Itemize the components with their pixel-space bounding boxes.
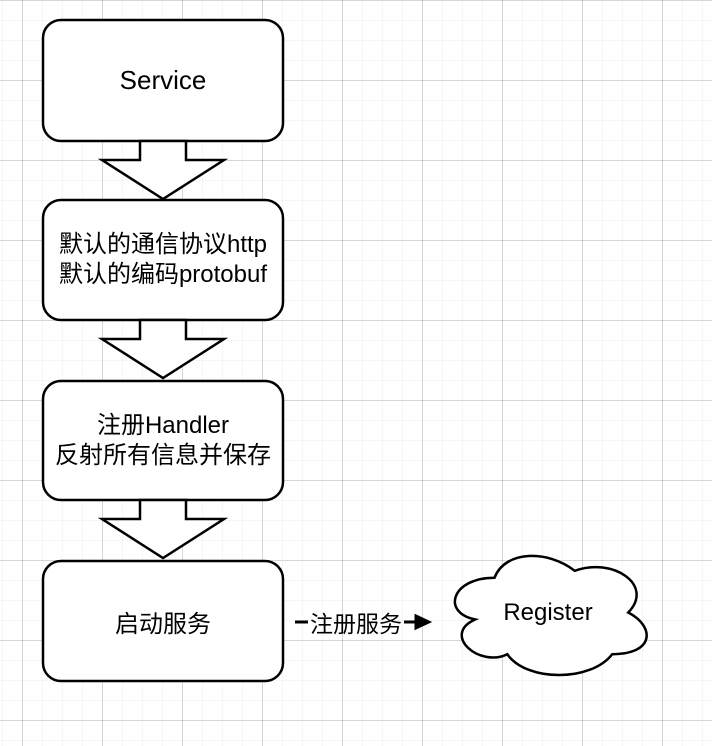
start-node-shape[interactable] bbox=[41, 559, 285, 683]
handler-node-shape[interactable] bbox=[41, 379, 285, 502]
edge-arrowhead bbox=[414, 613, 433, 631]
register-cloud-shape[interactable] bbox=[453, 554, 648, 677]
protocol-node-shape[interactable] bbox=[41, 198, 285, 322]
block-arrow-down-3[interactable] bbox=[97, 498, 229, 560]
block-arrow-down-2[interactable] bbox=[97, 318, 229, 380]
block-arrow-down-1[interactable] bbox=[97, 139, 229, 201]
service-node-shape[interactable] bbox=[41, 18, 285, 143]
